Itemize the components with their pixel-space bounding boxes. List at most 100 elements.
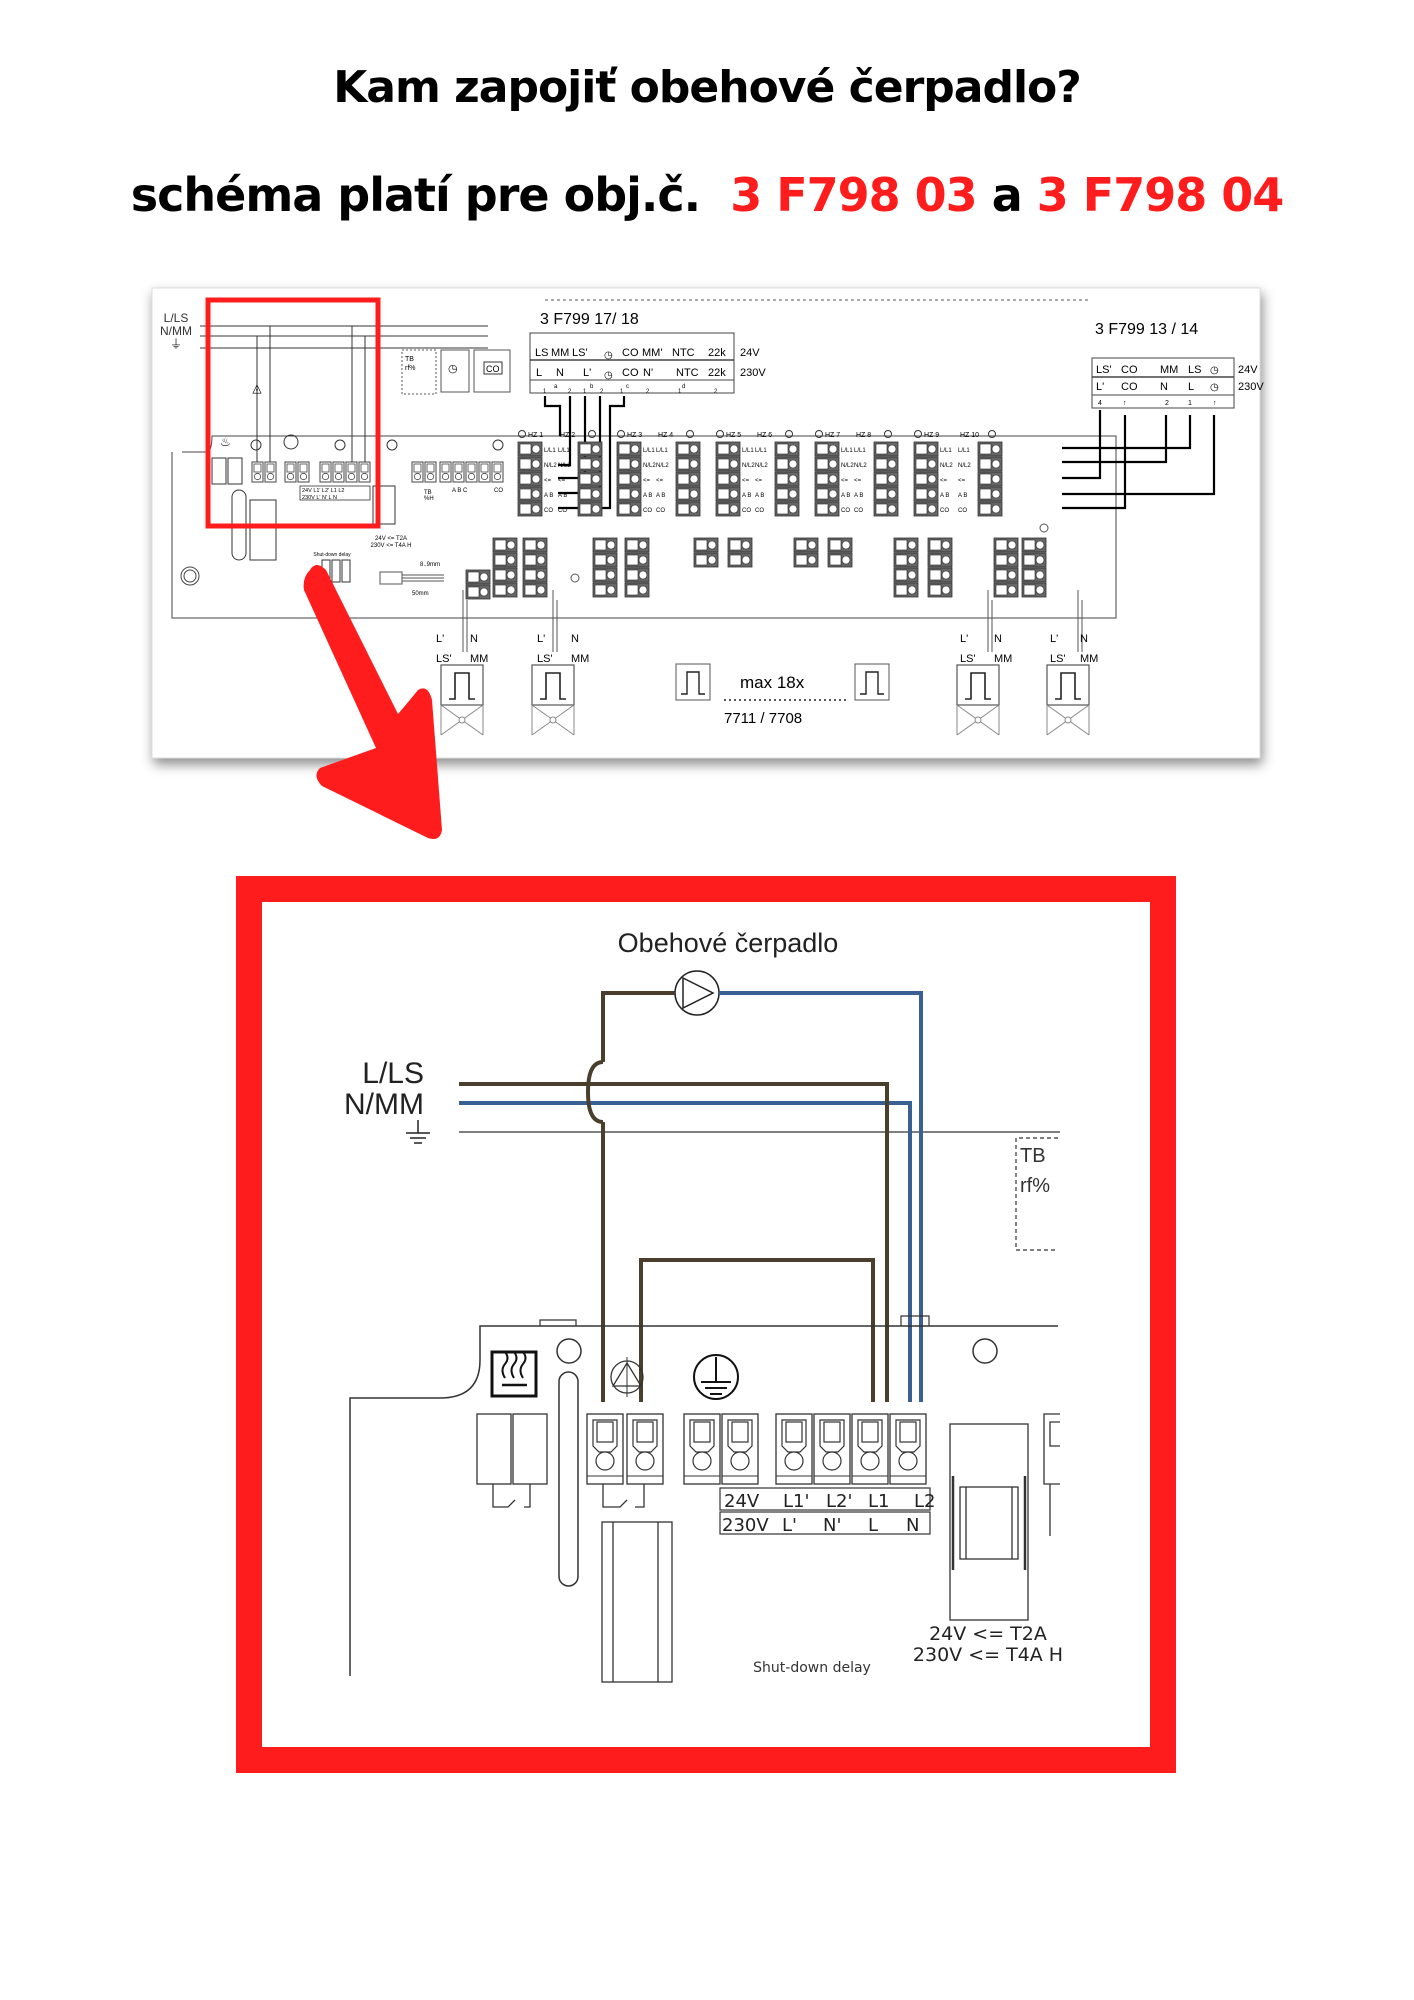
thermostat-group: max 18x 7711 / 7708 [675, 663, 890, 727]
zone-label: HZ 2 [560, 432, 575, 439]
screw-terminal [889, 1413, 927, 1485]
zone-row-label: A B [742, 493, 751, 499]
ov-right-wires [1062, 410, 1216, 510]
module-right-24v-row: LS' CO MM LS [1096, 364, 1201, 376]
svg-text:N: N [470, 633, 478, 645]
zone-row-label: N/L2 [841, 463, 854, 469]
mounting-hole [972, 1338, 998, 1364]
clock-icon: ◷ [1210, 382, 1219, 393]
screw-terminal [683, 1413, 721, 1485]
fuse-24v: 24V <= T2A [929, 1623, 1047, 1645]
board-pump-icon [610, 1357, 644, 1397]
page-subtitle: schéma platí pre obj.č. 3 F798 03 a 3 F7… [0, 168, 1414, 222]
zone-row-label: CO [742, 508, 751, 514]
svg-text:230V L' N' L: 230V L' N' L N [722, 1515, 919, 1536]
zone-row-label: N/L2 [958, 463, 971, 469]
relay-block [476, 1413, 548, 1508]
zone-row-label: A B [656, 493, 665, 499]
shutdown-label: Shut-down delay [753, 1660, 871, 1676]
ground-icon [406, 1120, 430, 1144]
svg-text:N: N [994, 633, 1002, 645]
zone-row-label: A B [643, 493, 652, 499]
zone-row-label: A B [755, 493, 764, 499]
order-number-1: 3 F798 03 [730, 168, 977, 222]
zone-row-label: N/L2 [854, 463, 867, 469]
ov-co-box: CO [473, 349, 511, 393]
zone-row-label: CO [643, 508, 652, 514]
detail-board-outline [349, 1325, 1058, 1676]
highlight-box [205, 297, 381, 529]
zone-led [785, 430, 793, 438]
thermostat-models: 7711 / 7708 [724, 710, 802, 727]
screw-terminal [586, 1413, 624, 1485]
pump-icon: ◬ [252, 381, 262, 395]
heater-icon [490, 1350, 538, 1398]
ov-label-lls: L/LS [164, 311, 189, 325]
module-left-groups: a b c d [554, 384, 685, 390]
actuator-3: L' N LS' MM [956, 633, 1012, 736]
pump-label: Obehové čerpadlo [618, 928, 839, 958]
zone-row-label: L/L1 [841, 448, 853, 454]
mounting-hole [556, 1338, 582, 1364]
zone-row-label: L/L1 [558, 448, 570, 454]
terminal-label-strip: 24V L1' L2' L1 L2 230V L' N' L N [719, 1487, 935, 1536]
module-left-24v-row: LS MM LS' CO MM' NTC 22k [535, 347, 726, 359]
module-3f79913: 3 F799 13 / 14 LS' CO MM LS L' CO N L ◷ … [1091, 321, 1264, 409]
svg-text:L': L' [537, 633, 545, 645]
zone-row-label: <= [643, 478, 651, 484]
module-right-pins: 4 ↑ 2 1 ↑ [1098, 400, 1217, 407]
ov-clock-box: ◷ [440, 349, 470, 393]
module-3f79917: 3 F799 17/ 18 LS MM LS' CO MM' NTC 22k L… [529, 299, 1090, 395]
zone-led [716, 430, 724, 438]
fuse-holder [949, 1423, 1029, 1621]
ov-terminal-230v: 230V L' N' L N [302, 495, 337, 501]
zone-row-label: N/L2 [643, 463, 656, 469]
order-number-2: 3 F798 04 [1036, 168, 1284, 222]
cable-slot [558, 1371, 579, 1587]
module-left-230v-row: L N L' CO N' NTC 22k [536, 367, 726, 379]
pump-relay-contact [602, 1484, 645, 1508]
ov-lower-connectors [465, 523, 1049, 600]
ov-h-small: %H [424, 496, 434, 502]
ov-co-label: CO [486, 364, 500, 374]
zone-label: HZ 9 [924, 432, 939, 439]
pump-wire-live [601, 991, 675, 1402]
svg-text:N: N [1080, 633, 1088, 645]
zone-row-label: <= [940, 478, 948, 484]
ov-rf-label: rf% [405, 365, 416, 372]
module-right-230v: 230V [1238, 381, 1264, 393]
module-left-24v: 24V [740, 347, 760, 359]
heater-icon: ♨ [220, 435, 231, 449]
svg-text:L': L' [1050, 633, 1058, 645]
zone-row-label: CO [958, 508, 967, 514]
zone-row-label: N/L2 [558, 463, 571, 469]
ov-label-nmm: N/MM [160, 324, 192, 338]
zone-row-label: L/L1 [656, 448, 668, 454]
ov-abc-small: A B C [452, 488, 468, 494]
earth-icon [283, 434, 299, 450]
actuator-2: L' N LS' MM [531, 633, 589, 736]
lls-to-l1-wire [882, 1082, 889, 1402]
detail-tb-box: TB rf% [1015, 1137, 1058, 1251]
svg-text:MM: MM [994, 653, 1012, 665]
screw-terminal [851, 1413, 889, 1485]
svg-text:MM: MM [571, 653, 589, 665]
svg-text:LS': LS' [436, 653, 452, 665]
module-left-pins: 1 2 1 2 1 2 1 2 [543, 389, 718, 395]
module-left-name: 3 F799 17/ 18 [540, 311, 639, 328]
zone-led [914, 430, 922, 438]
zone-row-label: A B [940, 493, 949, 499]
wire-crossover [585, 1060, 604, 1124]
module-right-230v-row: L' CO N L [1096, 381, 1194, 393]
page-title: Kam zapojiť obehové čerpadlo? [333, 62, 1082, 113]
zone-row-label: A B [558, 493, 567, 499]
zone-row-label: CO [544, 508, 553, 514]
zone-row-label: L/L1 [742, 448, 754, 454]
detail-rf-label: rf% [1020, 1175, 1050, 1197]
screw-terminal [721, 1413, 759, 1485]
detail-terminals [586, 1413, 927, 1485]
zone-row-label: L/L1 [544, 448, 556, 454]
module-left-230v: 230V [740, 367, 766, 379]
zone-row-label: CO [854, 508, 863, 514]
zone-row-label: <= [544, 478, 552, 484]
